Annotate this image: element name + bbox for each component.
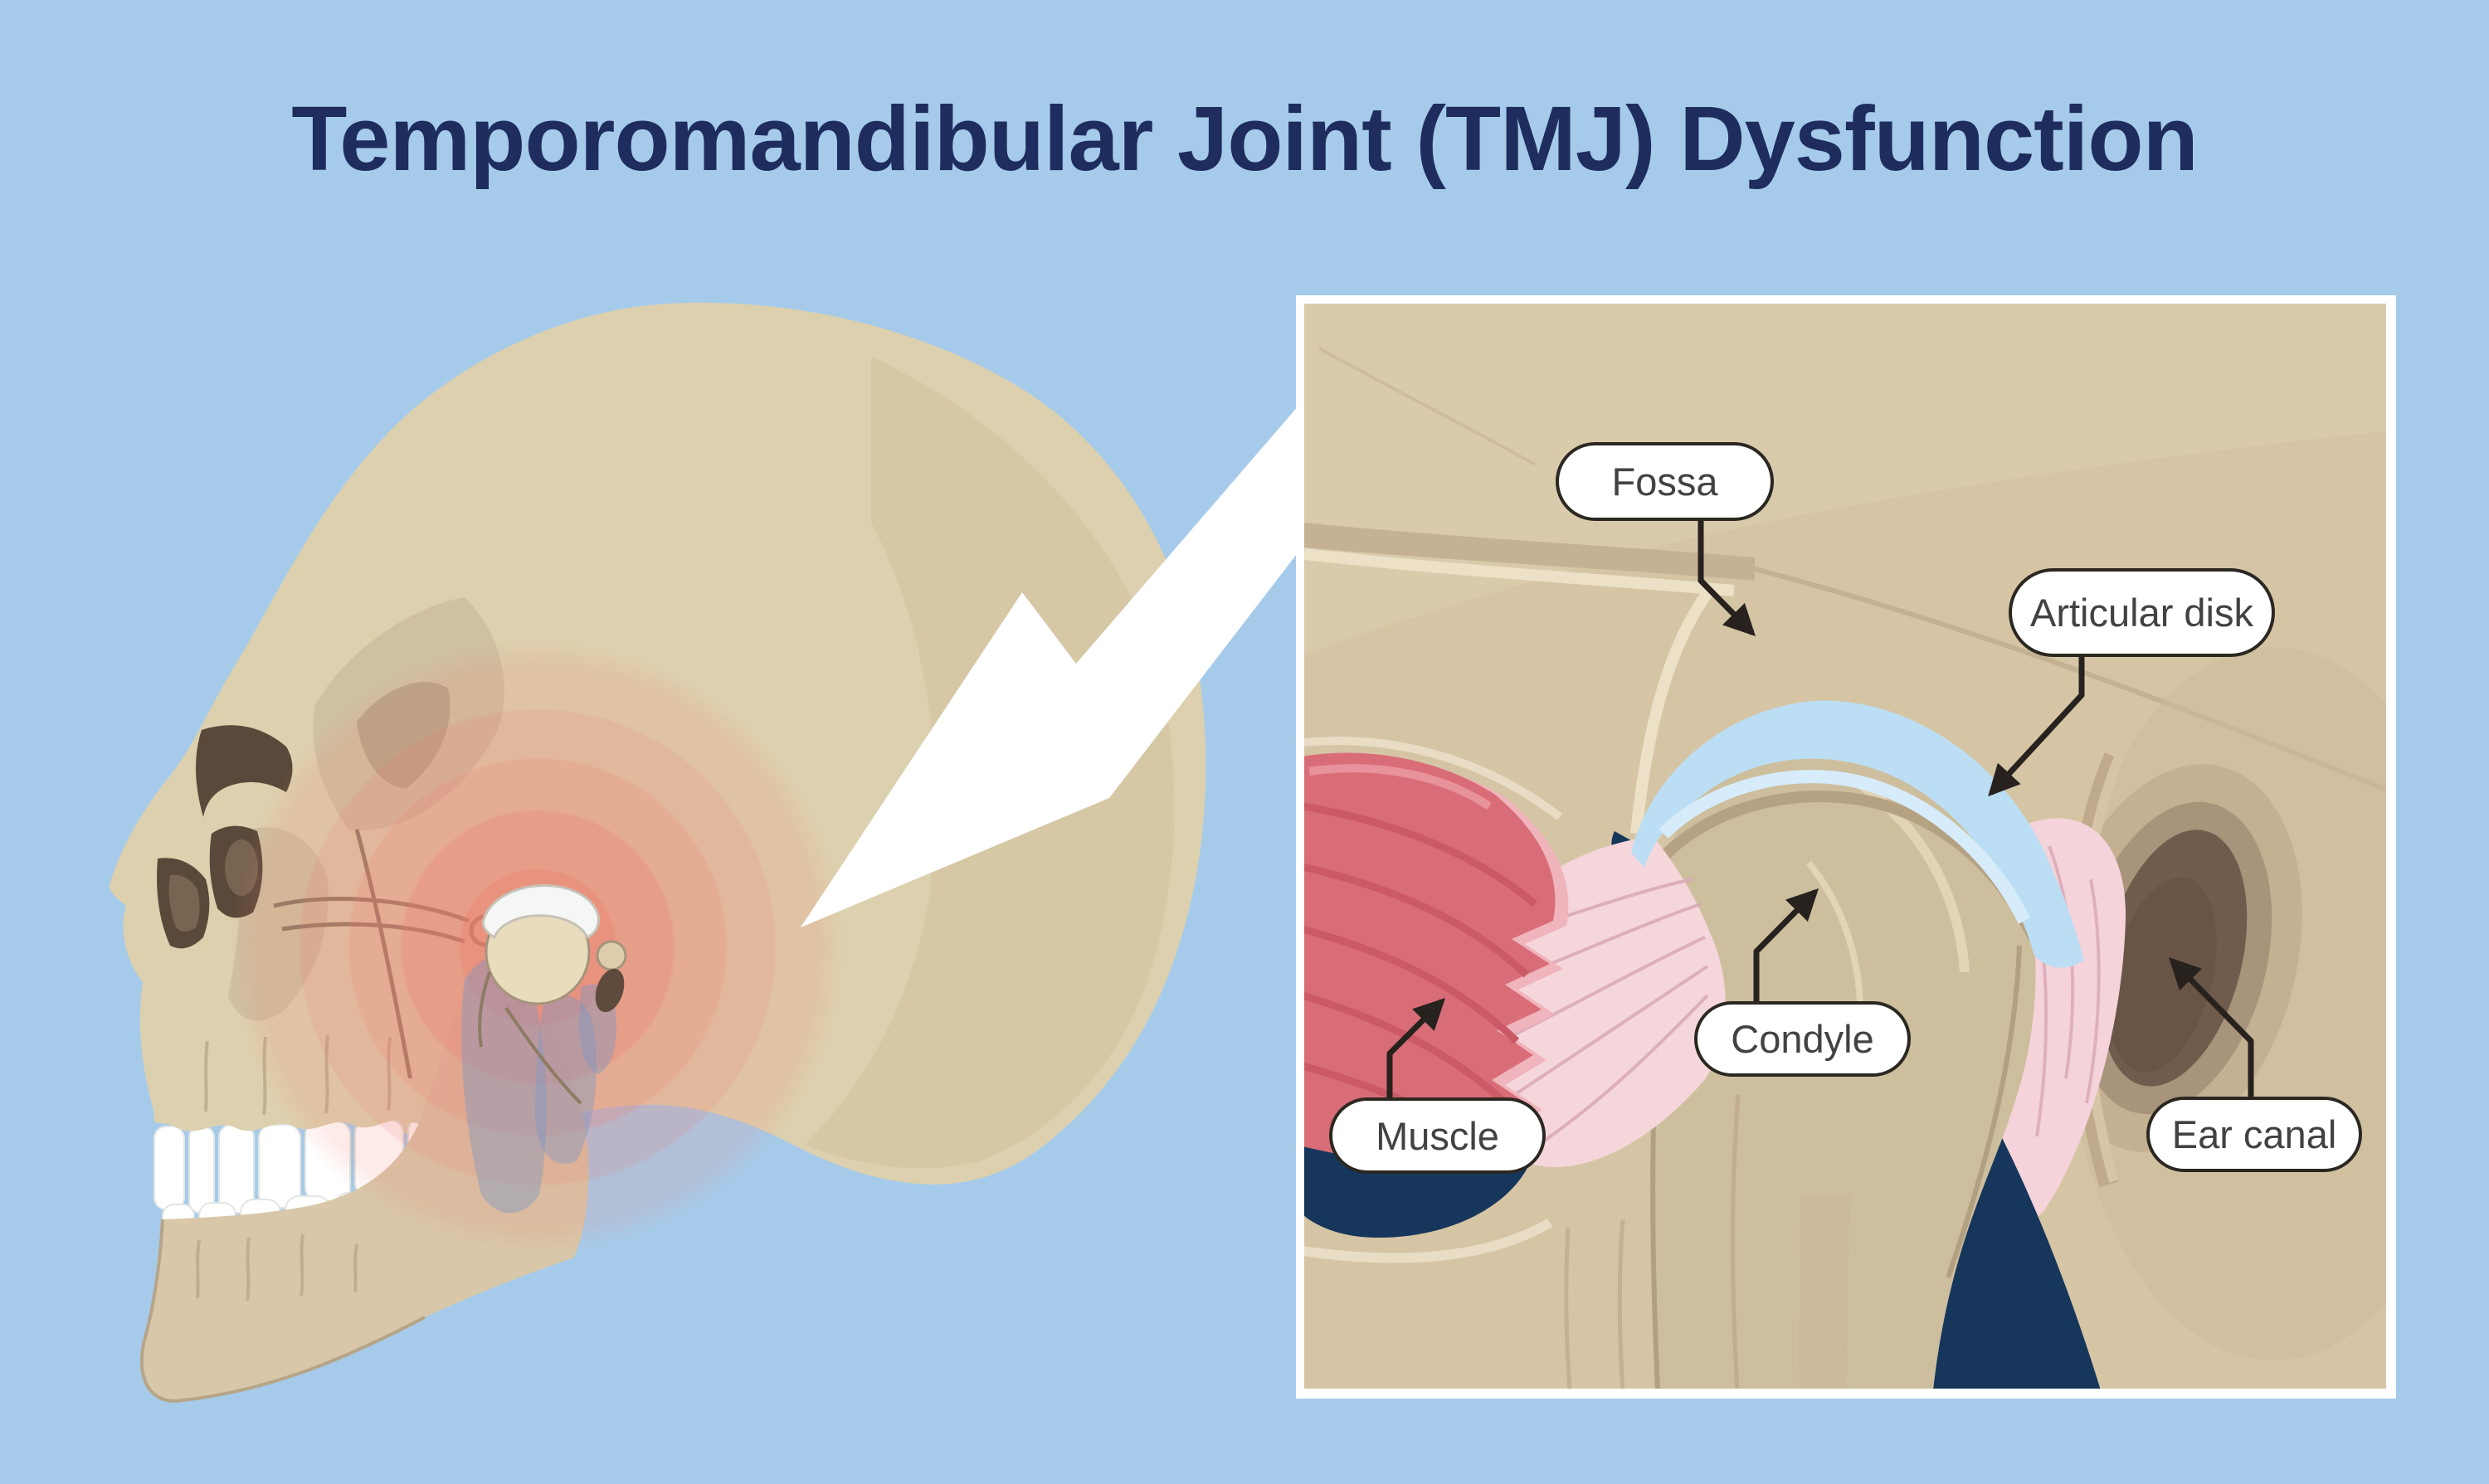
articular-disk-arrow: [1988, 657, 2085, 797]
label-fossa: Fossa: [1556, 442, 1774, 521]
label-condyle-text: Condyle: [1731, 1017, 1874, 1061]
eminence-cream-arc: [1304, 737, 1563, 820]
page-title: Temporomandibular Joint (TMJ) Dysfunctio…: [291, 88, 2199, 190]
label-muscle-text: Muscle: [1376, 1113, 1499, 1158]
skull-illustration: [109, 302, 1206, 1403]
fossa-arrow: [1697, 520, 1756, 637]
label-fossa-text: Fossa: [1611, 460, 1718, 504]
mandible-edge: [140, 1219, 426, 1403]
panel-content: [1304, 304, 2386, 1389]
muscle-body: [1304, 752, 1556, 1167]
inset-panel: [1296, 295, 2396, 1399]
label-muscle: Muscle: [1329, 1097, 1546, 1174]
zoom-callout-bolt: [801, 405, 1299, 927]
eye-socket-upper: [195, 725, 293, 817]
label-ear-canal: Ear canal: [2146, 1097, 2362, 1172]
leader-arrows: [1386, 520, 2254, 1097]
label-ear-canal-text: Ear canal: [2171, 1112, 2337, 1156]
fossa-roof-shadow: [1304, 523, 1755, 581]
label-articular-disk-text: Articular disk: [2029, 591, 2253, 635]
mandible-cracks: [196, 1233, 358, 1302]
notch-line: [504, 1006, 582, 1105]
ear-spot: [595, 968, 625, 1013]
label-condyle: Condyle: [1694, 1001, 1911, 1077]
condyle-arrow: [1753, 888, 1819, 1001]
muscle-top-highlight: [1308, 764, 1492, 810]
ear-knob: [596, 940, 627, 971]
muscle-arrow: [1386, 997, 1446, 1097]
fossa-cream-line: [1304, 548, 1735, 596]
capsule-line: [478, 971, 491, 1048]
ear-canal-arrow: [2169, 956, 2254, 1097]
bone-crack-topleft: [1318, 347, 1536, 466]
eminence-cream-curve: [1630, 586, 1714, 834]
disk-highlight: [1659, 770, 2031, 924]
disk-mini: [481, 883, 600, 940]
nasal-inner: [168, 874, 200, 932]
ramus-texture: [1564, 1219, 1625, 1389]
ramus-band: [1799, 1194, 1850, 1389]
ramus-overlay: [461, 954, 617, 1214]
cream-arc-under: [1304, 1218, 1553, 1263]
tmj-joint-detail: [478, 883, 627, 1105]
label-articular-disk: Articular disk: [2009, 568, 2275, 657]
articular-disk-shape: [1631, 700, 2084, 968]
